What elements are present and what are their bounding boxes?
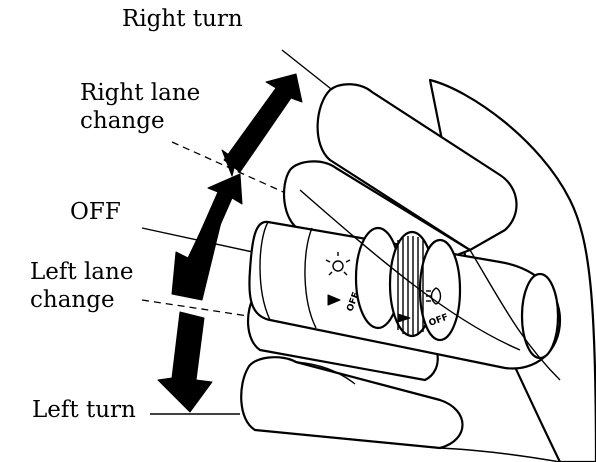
label-off: OFF	[70, 199, 121, 227]
arrow-down-large	[158, 312, 212, 412]
label-left-turn: Left turn	[32, 397, 136, 425]
arrow-down-mid	[172, 212, 222, 300]
label-right-turn: Right turn	[122, 6, 243, 34]
arrow-up-large	[224, 74, 302, 172]
guide-left-lane	[142, 300, 248, 316]
